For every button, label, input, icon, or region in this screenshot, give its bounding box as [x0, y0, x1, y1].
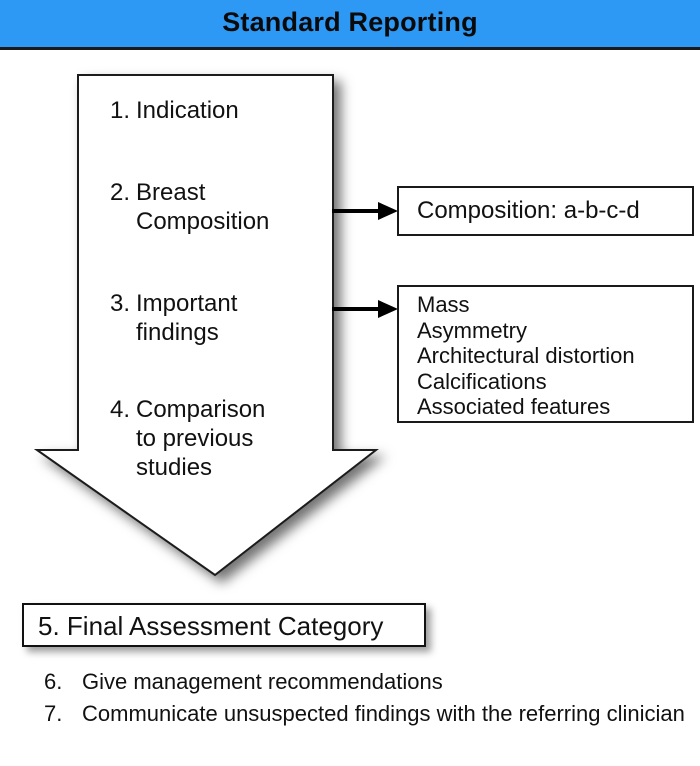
arrow-right-icon — [332, 202, 398, 220]
findings-list: Mass Asymmetry Architectural distortion … — [417, 292, 635, 420]
bottom-list-item-6-label: Give management recommendations — [82, 669, 443, 694]
list-item: Associated features — [417, 394, 611, 419]
bottom-list-item-6: 6. Give management recommendations — [44, 668, 443, 696]
page-title: Standard Reporting — [222, 7, 478, 37]
flow-step-4-label: Comparison to previous studies — [136, 396, 266, 481]
flow-step-2: 2. Breast Composition — [110, 178, 269, 236]
flow-step-2-number: 2. — [110, 179, 131, 206]
flow-step-4: 4. Comparison to previous studies — [110, 395, 265, 482]
flow-step-2-label: Breast Composition — [136, 179, 270, 235]
flow-step-1: 1. Indication — [110, 96, 239, 125]
flow-arrow-shape — [33, 74, 379, 577]
flow-step-4-number: 4. — [110, 396, 131, 423]
bottom-list-item-7: 7. Communicate unsuspected findings with… — [44, 700, 685, 728]
down-arrow-polygon — [33, 74, 379, 577]
flow-step-1-label: Indication — [136, 97, 239, 124]
list-item: Calcifications — [417, 368, 547, 394]
flow-step-3: 3. Important findings — [110, 289, 237, 347]
final-assessment-box: 5. Final Assessment Category — [22, 603, 426, 647]
list-item: Asymmetry — [417, 317, 527, 343]
list-item: Mass — [417, 292, 470, 317]
flow-step-3-label: Important findings — [136, 290, 238, 346]
composition-box: Composition: a-b-c-d — [397, 186, 694, 236]
flow-step-3-number: 3. — [110, 290, 131, 317]
composition-label: Composition: a-b-c-d — [417, 197, 640, 224]
arrow-right-icon — [332, 300, 398, 318]
bottom-list-item-7-number: 7. — [44, 701, 63, 726]
findings-box: Mass Asymmetry Architectural distortion … — [397, 285, 694, 423]
flow-step-1-number: 1. — [110, 97, 131, 124]
bottom-list-item-7-label: Communicate unsuspected findings with th… — [82, 701, 685, 726]
bottom-list-item-6-number: 6. — [44, 669, 63, 694]
title-bar: Standard Reporting — [0, 0, 700, 50]
final-assessment-label: 5. Final Assessment Category — [38, 611, 384, 641]
list-item: Architectural distortion — [417, 343, 635, 368]
